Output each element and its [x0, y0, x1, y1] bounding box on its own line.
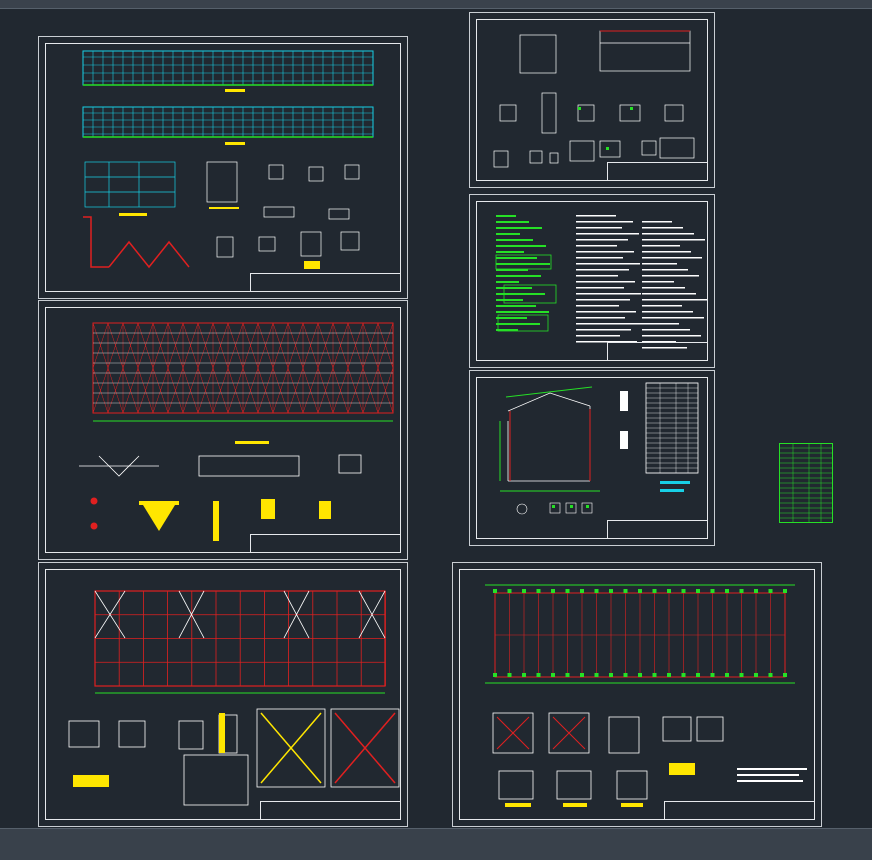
roof-bracing-drawing	[79, 322, 394, 541]
detached-table[interactable]	[779, 443, 833, 523]
elevations-drawing	[82, 50, 374, 269]
title-block	[607, 162, 708, 181]
top-toolbar	[0, 0, 872, 9]
drawing-sheet-foundation[interactable]	[452, 562, 822, 827]
sheet-border	[45, 43, 401, 292]
title-block	[260, 801, 401, 820]
title-block	[250, 273, 401, 292]
sheet-border	[459, 569, 815, 820]
sheet-border	[45, 307, 401, 553]
drawing-sheet-portal-frame[interactable]	[469, 370, 715, 546]
column-bracing-drawing	[68, 590, 400, 806]
sheet-border	[476, 377, 708, 539]
foundation-drawing	[485, 584, 807, 807]
drawing-sheet-column-bracing[interactable]	[38, 562, 408, 827]
sheet-border	[45, 569, 401, 820]
command-line-bar[interactable]	[0, 828, 872, 860]
notes-drawing	[495, 215, 707, 349]
details-drawing	[493, 30, 695, 168]
title-block	[250, 534, 401, 553]
portal-frame-drawing	[499, 382, 699, 515]
drawing-sheet-details[interactable]	[469, 12, 715, 188]
title-block	[664, 801, 815, 820]
sheet-border	[476, 201, 708, 361]
sheet-border	[476, 19, 708, 181]
drawing-sheet-elevations[interactable]	[38, 36, 408, 299]
drawing-sheet-notes[interactable]	[469, 194, 715, 368]
drawing-sheet-roof-bracing[interactable]	[38, 300, 408, 560]
title-block	[607, 520, 708, 539]
title-block	[607, 342, 708, 361]
